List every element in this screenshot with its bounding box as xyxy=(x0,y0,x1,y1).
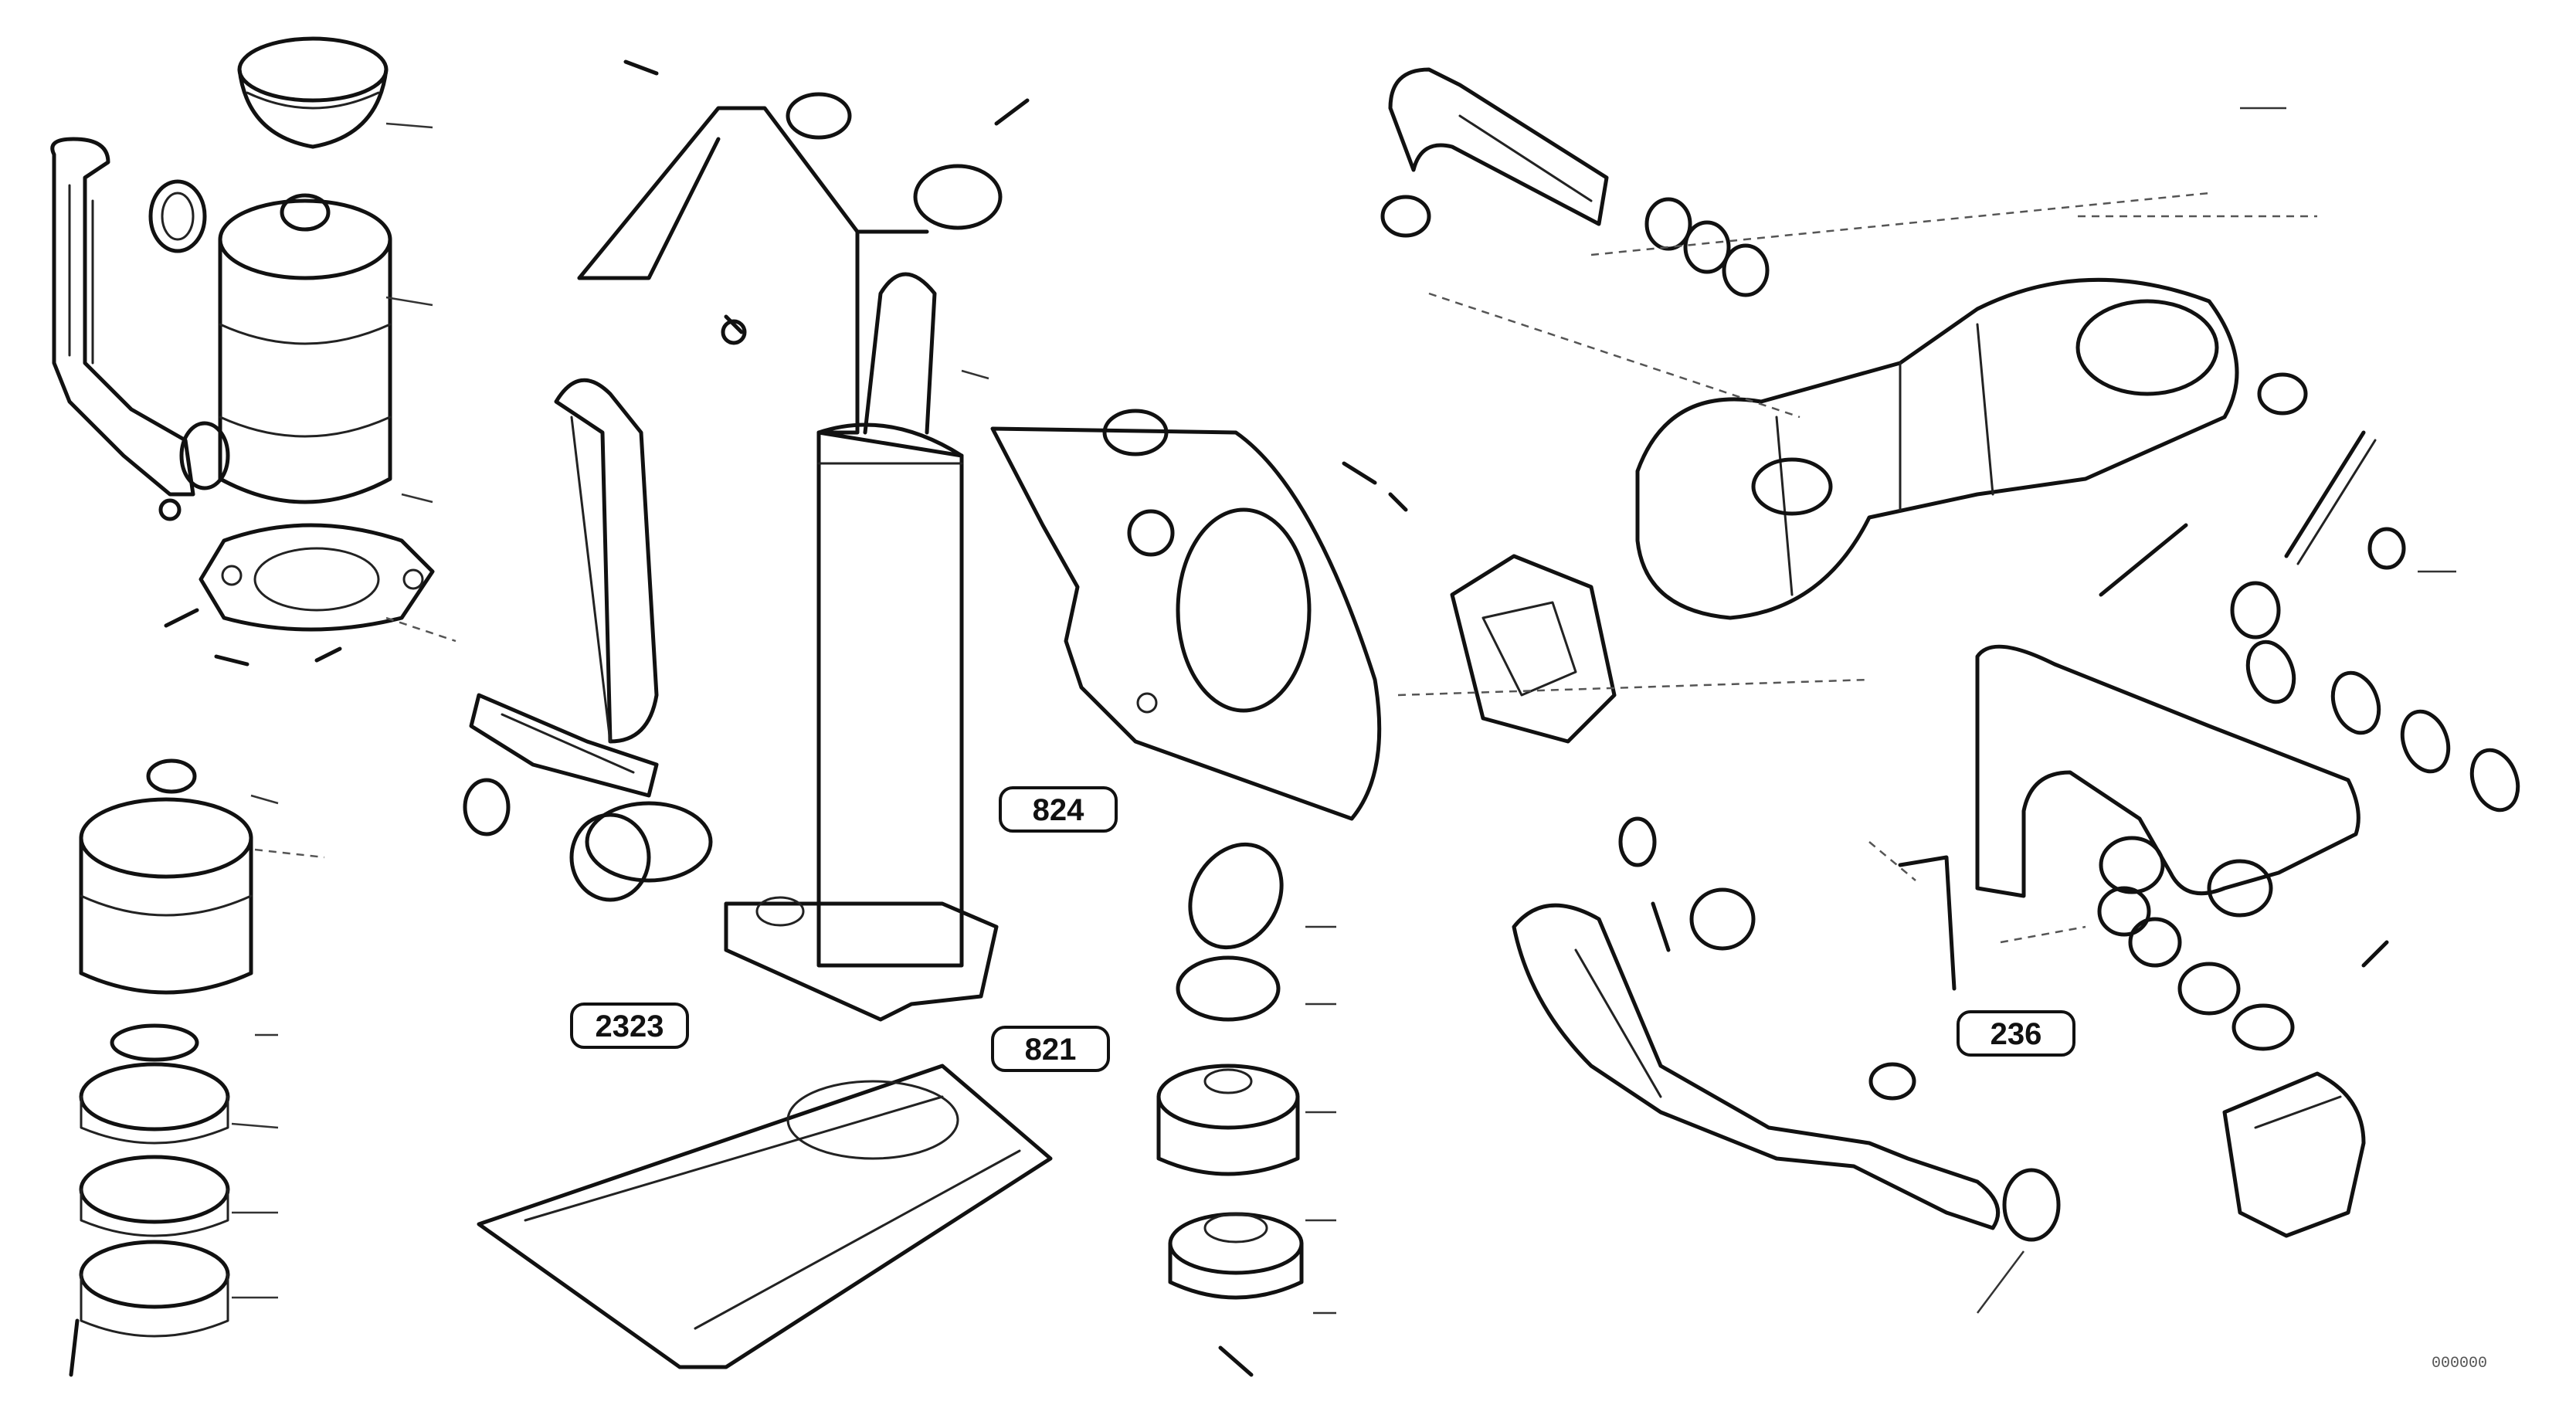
pre-cleaner-cap xyxy=(237,36,389,149)
dust-cup-lower xyxy=(1168,1212,1304,1300)
filter-element-lower xyxy=(79,758,253,995)
stack-base-plate xyxy=(724,896,999,1022)
intake-pipe-left xyxy=(50,137,195,497)
nut-mid xyxy=(463,778,511,836)
turbo-outlet xyxy=(2222,1071,2366,1238)
reference-callout-821: 821 xyxy=(991,1026,1110,1072)
leader-lines xyxy=(231,107,2456,1315)
exhaust-manifold xyxy=(1975,644,2360,918)
heat-shield xyxy=(990,409,1382,821)
top-bolts xyxy=(623,59,1030,334)
coolant-hose xyxy=(1512,855,2061,1242)
assembly-guides xyxy=(254,192,2317,944)
manifold-studs xyxy=(2099,430,2389,968)
reference-label-236: 236 xyxy=(1991,1017,2042,1051)
reference-label-2323: 2323 xyxy=(596,1009,664,1043)
reference-label-821: 821 xyxy=(1025,1033,1077,1067)
drain-screw xyxy=(1218,1345,1254,1377)
dust-cup-lid xyxy=(1176,842,1284,1022)
filter-stack-rings xyxy=(79,1023,230,1338)
mounting-flange xyxy=(199,523,435,632)
bracket-pin xyxy=(69,1318,80,1377)
stack-pipe-elbow xyxy=(554,378,659,744)
air-filter-housing xyxy=(218,193,392,504)
intake-rings xyxy=(1644,197,1770,297)
flange-gasket xyxy=(1450,554,1617,744)
drawing-code: 000000 xyxy=(2432,1355,2487,1372)
clamp-band xyxy=(469,693,659,798)
clamp-ring-upper xyxy=(148,179,207,253)
hose-fittings xyxy=(1618,816,1756,952)
reference-callout-2323: 2323 xyxy=(570,1003,689,1049)
exhaust-stack xyxy=(816,272,964,968)
bolts-left-cluster xyxy=(158,498,342,667)
main-filter-tube xyxy=(1635,277,2308,620)
intake-elbow xyxy=(1380,67,1609,238)
clamp-ring-lower xyxy=(179,421,230,490)
reference-callout-824: 824 xyxy=(999,786,1118,833)
dust-cup-upper xyxy=(1156,1064,1300,1176)
manifold-gaskets xyxy=(2230,527,2520,813)
support-bracket xyxy=(577,106,929,435)
turbo-pipe-rings xyxy=(2097,886,2295,1051)
reference-callout-236: 236 xyxy=(1957,1010,2075,1057)
bolts-upper-right xyxy=(1342,461,1408,512)
reference-label-824: 824 xyxy=(1033,793,1084,827)
floor-plate xyxy=(477,1064,1053,1369)
clamp-ring-mid xyxy=(569,801,713,902)
